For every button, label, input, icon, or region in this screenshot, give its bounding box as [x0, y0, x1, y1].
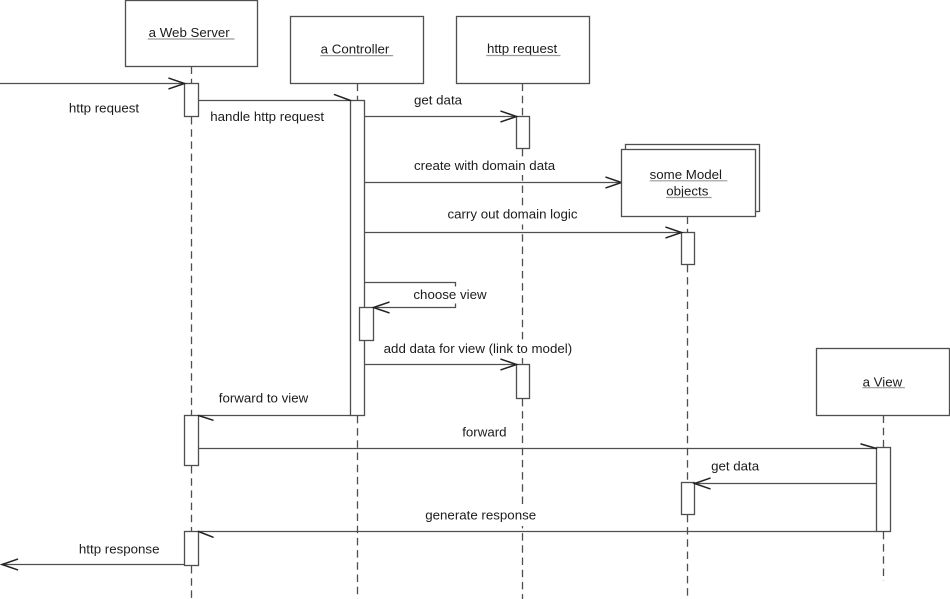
svg-text:http request: http request: [487, 41, 558, 56]
svg-text:forward: forward: [462, 424, 506, 439]
svg-text:a View: a View: [863, 374, 903, 389]
svg-text:handle http request: handle http request: [210, 109, 324, 124]
svg-text:create with domain data: create with domain data: [414, 158, 556, 173]
svg-text:choose view: choose view: [413, 287, 487, 302]
svg-text:add data for view (link to mod: add data for view (link to model): [384, 341, 572, 356]
svg-text:a Web Server: a Web Server: [149, 25, 231, 40]
svg-text:objects: objects: [666, 184, 708, 199]
svg-text:some Model: some Model: [650, 167, 722, 182]
svg-text:http response: http response: [79, 542, 160, 557]
svg-text:forward to view: forward to view: [219, 391, 309, 406]
svg-text:generate response: generate response: [425, 508, 536, 523]
svg-text:http request: http request: [69, 100, 140, 115]
svg-text:a Controller: a Controller: [321, 41, 390, 56]
svg-text:get data: get data: [414, 93, 463, 108]
svg-text:get data: get data: [711, 458, 760, 473]
svg-text:carry out domain logic: carry out domain logic: [447, 207, 577, 222]
